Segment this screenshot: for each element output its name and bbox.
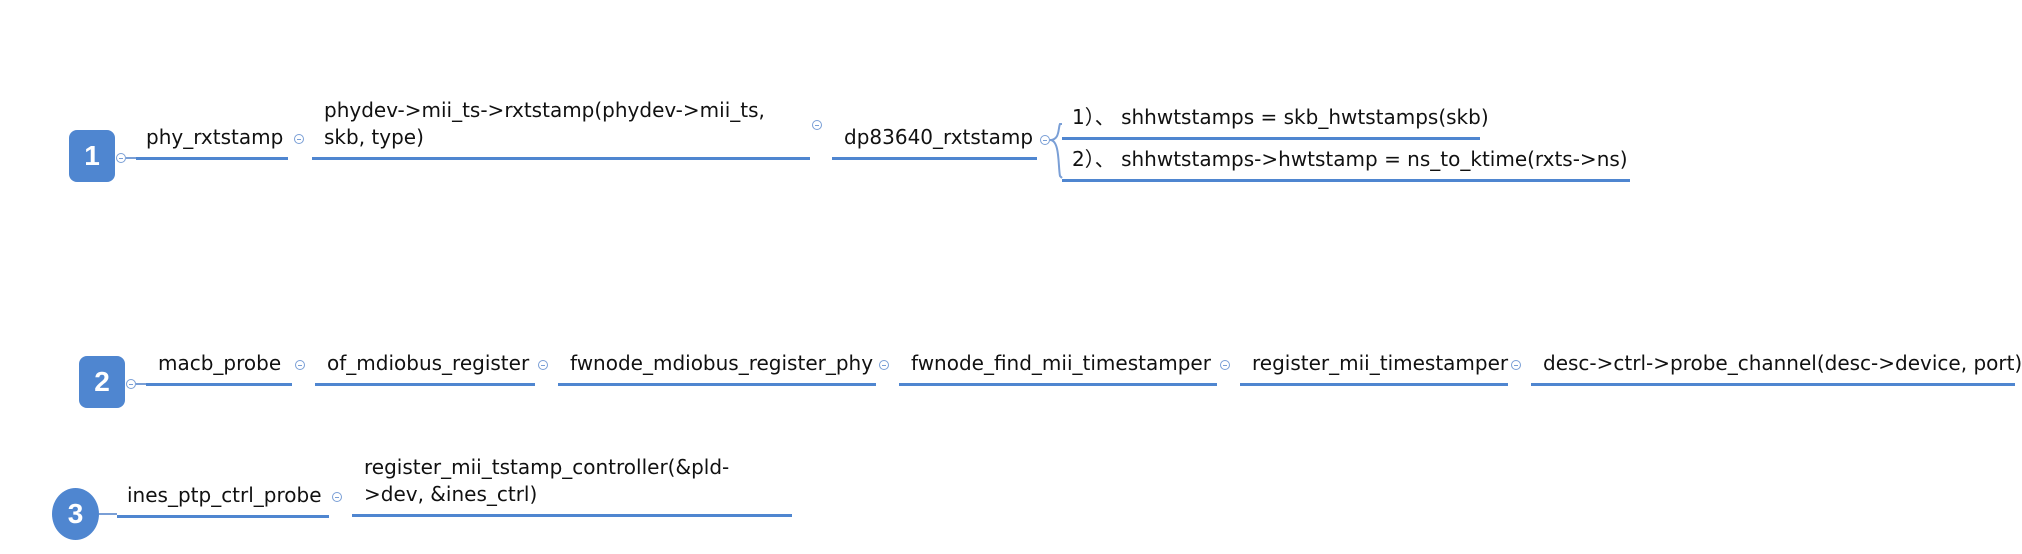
node-fwnode-find-mii-timestamper[interactable]: fwnode_find_mii_timestamper bbox=[899, 350, 1217, 386]
topic-badge-2[interactable]: 2 bbox=[79, 356, 125, 408]
collapse-toggle-icon[interactable] bbox=[812, 120, 822, 130]
collapse-toggle-icon[interactable] bbox=[294, 134, 304, 144]
connector-line bbox=[136, 383, 146, 385]
node-probe-channel-call[interactable]: desc->ctrl->probe_channel(desc->device, … bbox=[1531, 350, 2022, 386]
collapse-toggle-icon[interactable] bbox=[126, 379, 136, 389]
collapse-toggle-icon[interactable] bbox=[116, 153, 126, 163]
node-of-mdiobus-register[interactable]: of_mdiobus_register bbox=[315, 350, 535, 386]
collapse-toggle-icon[interactable] bbox=[1220, 360, 1230, 370]
collapse-toggle-icon[interactable] bbox=[1040, 135, 1050, 145]
node-ines-ptp-ctrl-probe[interactable]: ines_ptp_ctrl_probe bbox=[117, 482, 329, 518]
node-register-mii-tstamp-controller[interactable]: register_mii_tstamp_controller(&pld->dev… bbox=[352, 454, 792, 517]
branch-shhwtstamps-assign[interactable]: 1）、 shhwtstamps = skb_hwtstamps(skb) bbox=[1062, 104, 1489, 140]
node-dp83640-rxtstamp[interactable]: dp83640_rxtstamp bbox=[832, 124, 1037, 160]
node-phy-rxtstamp[interactable]: phy_rxtstamp bbox=[136, 124, 288, 160]
collapse-toggle-icon[interactable] bbox=[1511, 360, 1521, 370]
node-fwnode-mdiobus-register-phy[interactable]: fwnode_mdiobus_register_phy bbox=[558, 350, 876, 386]
node-macb-probe[interactable]: macb_probe bbox=[146, 350, 292, 386]
topic-badge-3[interactable]: 3 bbox=[52, 488, 99, 540]
collapse-toggle-icon[interactable] bbox=[879, 360, 889, 370]
node-register-mii-timestamper[interactable]: register_mii_timestamper bbox=[1240, 350, 1508, 386]
topic-badge-1[interactable]: 1 bbox=[69, 130, 115, 182]
collapse-toggle-icon[interactable] bbox=[295, 360, 305, 370]
branch-hwtstamp-assign[interactable]: 2）、 shhwtstamps->hwtstamp = ns_to_ktime(… bbox=[1062, 146, 1630, 182]
connector-line bbox=[99, 513, 117, 515]
collapse-toggle-icon[interactable] bbox=[332, 492, 342, 502]
node-rxtstamp-call[interactable]: phydev->mii_ts->rxtstamp(phydev->mii_ts,… bbox=[312, 97, 810, 160]
collapse-toggle-icon[interactable] bbox=[538, 360, 548, 370]
connector-line bbox=[126, 157, 136, 159]
